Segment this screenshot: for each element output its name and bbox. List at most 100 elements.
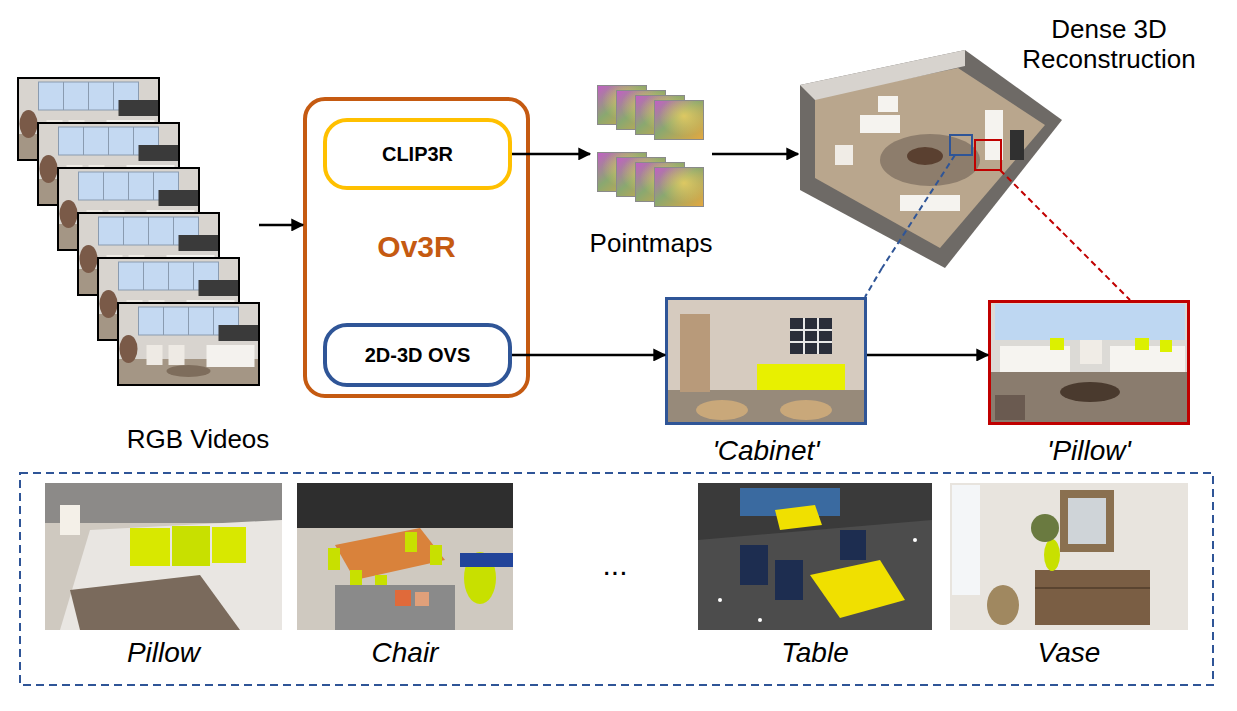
flow-arrow	[867, 354, 988, 357]
node-label: 2D-3D OVS	[327, 327, 508, 383]
node-label: Ov3R	[307, 227, 526, 267]
illustration-part	[1060, 382, 1120, 402]
vase-example	[950, 483, 1188, 630]
illustration-part	[1068, 498, 1106, 544]
illustration-part	[975, 140, 1001, 170]
illustration-part	[987, 585, 1019, 625]
illustration-part	[45, 483, 282, 630]
illustration-part	[1160, 340, 1172, 352]
illustration-part	[415, 592, 429, 606]
illustration-part	[800, 50, 1062, 268]
illustration-part	[654, 100, 704, 140]
illustration-part	[907, 147, 943, 165]
illustration-part	[758, 618, 762, 622]
module-box: 2D-3D OVS	[323, 323, 512, 387]
illustration-part	[1035, 570, 1150, 625]
node-label: Chair	[297, 635, 513, 671]
illustration-part	[817, 318, 819, 354]
chair-example	[297, 483, 513, 630]
dashed-leader	[1063, 233, 1130, 300]
illustration-part	[835, 145, 853, 165]
illustration-part	[1010, 130, 1024, 160]
node-label: Pointmaps	[570, 226, 732, 262]
illustration-part	[880, 134, 980, 186]
illustration-part	[654, 167, 704, 207]
illustration-part	[840, 530, 866, 560]
pillow-view	[988, 300, 1190, 425]
illustration-part	[696, 400, 748, 420]
node-label: Vase	[950, 635, 1188, 671]
illustration-part	[1135, 338, 1149, 350]
illustration-part	[790, 341, 832, 343]
segment-view: 'Pillow'	[988, 300, 1190, 425]
illustration-part	[328, 548, 340, 570]
illustration-part	[790, 318, 832, 354]
illustration-part	[212, 527, 246, 563]
illustration-part	[297, 483, 513, 630]
video-frame-stack	[18, 78, 259, 385]
illustration-part	[430, 545, 442, 565]
illustration-part	[297, 483, 513, 528]
illustration-part	[1000, 170, 1063, 233]
illustration-part	[995, 304, 1185, 340]
illustration-part	[718, 598, 722, 602]
model-box: Ov3R CLIP3R 2D-3D OVS	[303, 97, 530, 398]
illustration-part	[882, 155, 955, 268]
flow-arrow	[259, 224, 303, 227]
dashed-leader	[865, 268, 882, 297]
illustration-part	[775, 560, 803, 600]
illustration-part	[665, 390, 867, 425]
illustration-part	[803, 318, 805, 354]
illustration-part	[45, 483, 282, 523]
example-view: Vase	[950, 483, 1188, 630]
example-view: Table	[698, 483, 932, 630]
node-label: Table	[698, 635, 932, 671]
illustration-part	[775, 505, 822, 530]
illustration-part	[757, 364, 845, 390]
table-example	[698, 483, 932, 630]
illustration-part	[815, 68, 1045, 248]
illustration-part	[810, 560, 905, 618]
illustration-part	[60, 520, 282, 630]
node-label: Pillow	[45, 635, 282, 671]
module-box: CLIP3R	[323, 118, 512, 190]
illustration-part	[950, 135, 972, 155]
illustration-part	[395, 590, 411, 606]
illustration-part	[988, 372, 1190, 425]
flow-arrow	[712, 153, 798, 156]
illustration-part	[1031, 514, 1059, 542]
pointmap-stack	[597, 85, 704, 207]
illustration-part	[995, 395, 1025, 420]
flow-arrow	[512, 153, 590, 156]
illustration-part	[900, 195, 960, 211]
pillow-example	[45, 483, 282, 630]
illustration-part	[118, 303, 259, 385]
video-frames: RGB Videos	[18, 78, 259, 385]
illustration-part	[60, 505, 80, 535]
node-label: 'Cabinet'	[665, 433, 867, 469]
illustration-part	[988, 300, 1190, 425]
illustration-part	[1080, 340, 1102, 364]
illustration-part	[780, 400, 832, 420]
illustration-part	[460, 553, 513, 567]
illustration-part	[913, 538, 917, 542]
node-label: Dense 3D Reconstruction	[1003, 12, 1215, 78]
illustration-part	[698, 483, 932, 630]
illustration-part	[878, 96, 898, 112]
illustration-part	[665, 297, 867, 425]
node-label: RGB Videos	[113, 422, 283, 458]
illustration-part	[405, 532, 417, 552]
cabinet-view	[665, 297, 867, 425]
illustration-part	[790, 329, 832, 331]
reconstruction-view: Dense 3D Reconstruction	[798, 50, 1063, 268]
pointmap-stack: Pointmaps	[590, 85, 712, 215]
illustration-part	[952, 485, 980, 595]
illustration-part	[70, 575, 240, 630]
example-view: Chair	[297, 483, 513, 630]
illustration-part	[680, 314, 710, 392]
illustration-part	[1050, 338, 1064, 350]
illustration-part	[950, 483, 1188, 630]
